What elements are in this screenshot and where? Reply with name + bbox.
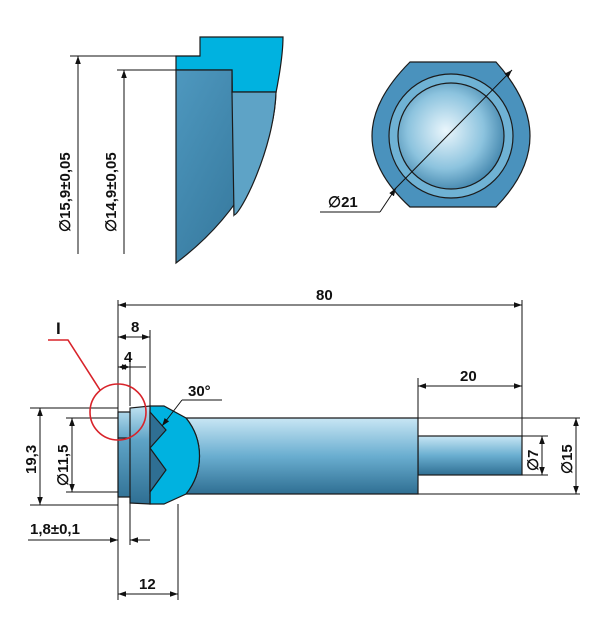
detail-view: ∅15,9±0,05 ∅14,9±0,05 xyxy=(57,36,284,265)
stem xyxy=(417,435,523,476)
label-thk-1-8: 1,8±0,1 xyxy=(30,521,80,538)
head-body xyxy=(117,405,151,505)
label-dia-outer-tol: ∅15,9±0,05 xyxy=(57,152,74,232)
end-view: ∅21 xyxy=(320,61,531,213)
label-len-12: 12 xyxy=(139,576,156,593)
label-detail-marker: I xyxy=(56,319,61,338)
label-dia-head: ∅21 xyxy=(328,194,358,211)
label-dia-inner-tol: ∅14,9±0,05 xyxy=(103,152,120,232)
dim-head-line xyxy=(393,69,513,191)
label-dia-7: ∅7 xyxy=(525,450,542,471)
label-len-8: 8 xyxy=(131,319,139,336)
detail-callout-leader xyxy=(48,339,101,391)
detail-step xyxy=(231,91,277,216)
label-angle: 30° xyxy=(188,383,211,400)
label-len-20: 20 xyxy=(460,368,477,385)
label-h-19-3: 19,3 xyxy=(23,445,40,474)
head-recess xyxy=(149,410,167,494)
side-view: 80 8 4 30° 20 19,3 ∅11,5 ∅7 ∅15 1,8±0,1 xyxy=(23,287,580,600)
label-dia-11-5: ∅11,5 xyxy=(55,445,72,486)
head-face xyxy=(397,82,505,190)
detail-callout-circle xyxy=(89,383,147,441)
rod xyxy=(184,417,419,495)
label-dia-15: ∅15 xyxy=(559,444,576,474)
label-len-4: 4 xyxy=(124,349,133,366)
label-len-total: 80 xyxy=(316,287,333,304)
